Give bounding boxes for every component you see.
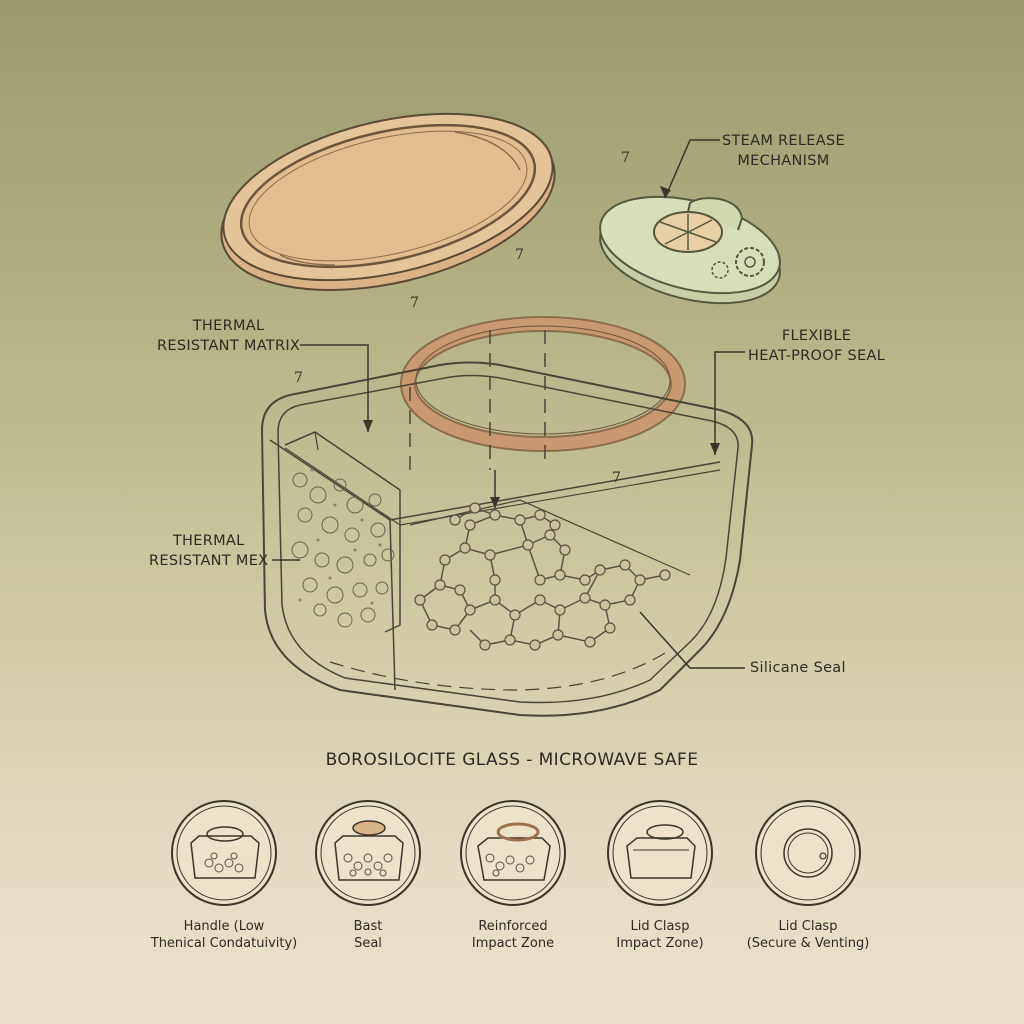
leader-lines: [272, 139, 745, 669]
label-line: THERMAL: [172, 533, 245, 549]
exploded-diagram: [220, 112, 781, 717]
guide-lines: [409, 330, 546, 470]
label-line: STEAM RELEASE: [722, 133, 845, 149]
feature-caption: Bast: [353, 919, 383, 934]
lid: [220, 112, 556, 291]
feature-caption: Lid Clasp: [630, 919, 690, 934]
glass-container: [260, 361, 754, 717]
feature-venting: Lid Clasp (Secure & Venting): [728, 798, 888, 952]
label-line: FLEXIBLE: [781, 328, 852, 344]
label-line: RESISTANT MATRIX: [157, 338, 301, 354]
stray-mark: 7: [515, 247, 524, 263]
steam-vent-cap: [599, 195, 781, 305]
feature-caption: Thenical Condatuivity): [150, 936, 298, 951]
stray-mark: 7: [294, 370, 303, 386]
label-steam-release-mechanism: STEAM RELEASE MECHANISM: [722, 131, 845, 171]
feature-caption: Impact Zone): [616, 936, 704, 951]
feature-caption: Reinforced: [478, 919, 548, 934]
arrowheads: [363, 186, 720, 508]
feature-handle: Handle (Low Thenical Condatuivity): [144, 798, 304, 952]
page-title: BOROSILOCITE GLASS - MICROWAVE SAFE: [325, 750, 699, 770]
seal-container-icon: [315, 800, 421, 906]
label-line: RESISTANT MEX: [149, 553, 269, 569]
stray-mark: 7: [612, 470, 621, 486]
label-silicone-seal: Silicane Seal: [750, 660, 846, 676]
label-line: MECHANISM: [737, 153, 830, 169]
label-line: THERMAL: [192, 318, 265, 334]
feature-caption: Seal: [354, 936, 382, 951]
stray-mark: 7: [621, 150, 630, 166]
reinforced-container-icon: [460, 800, 566, 906]
lid-clasp-container-icon: [607, 800, 713, 906]
feature-lid-clasp: Lid Clasp Impact Zone): [580, 798, 740, 952]
feature-caption: Handle (Low: [183, 919, 265, 934]
stray-mark: 7: [410, 295, 419, 311]
feature-reinforced: Reinforced Impact Zone: [433, 798, 593, 952]
label-line: HEAT-PROOF SEAL: [748, 348, 886, 364]
vent-lid-icon: [755, 800, 861, 906]
label-flexible-heat-proof-seal: FLEXIBLE HEAT-PROOF SEAL: [748, 326, 885, 366]
sealing-ring: [400, 316, 686, 452]
feature-caption: Impact Zone: [471, 936, 555, 951]
feature-caption: Lid Clasp: [778, 919, 838, 934]
label-thermal-resistant-mex: THERMAL RESISTANT MEX: [149, 531, 268, 571]
feature-seal: Bast Seal: [288, 798, 448, 952]
label-thermal-resistant-matrix: THERMAL RESISTANT MATRIX: [157, 316, 300, 356]
container-icon: [171, 800, 277, 906]
feature-caption: (Secure & Venting): [746, 936, 870, 951]
